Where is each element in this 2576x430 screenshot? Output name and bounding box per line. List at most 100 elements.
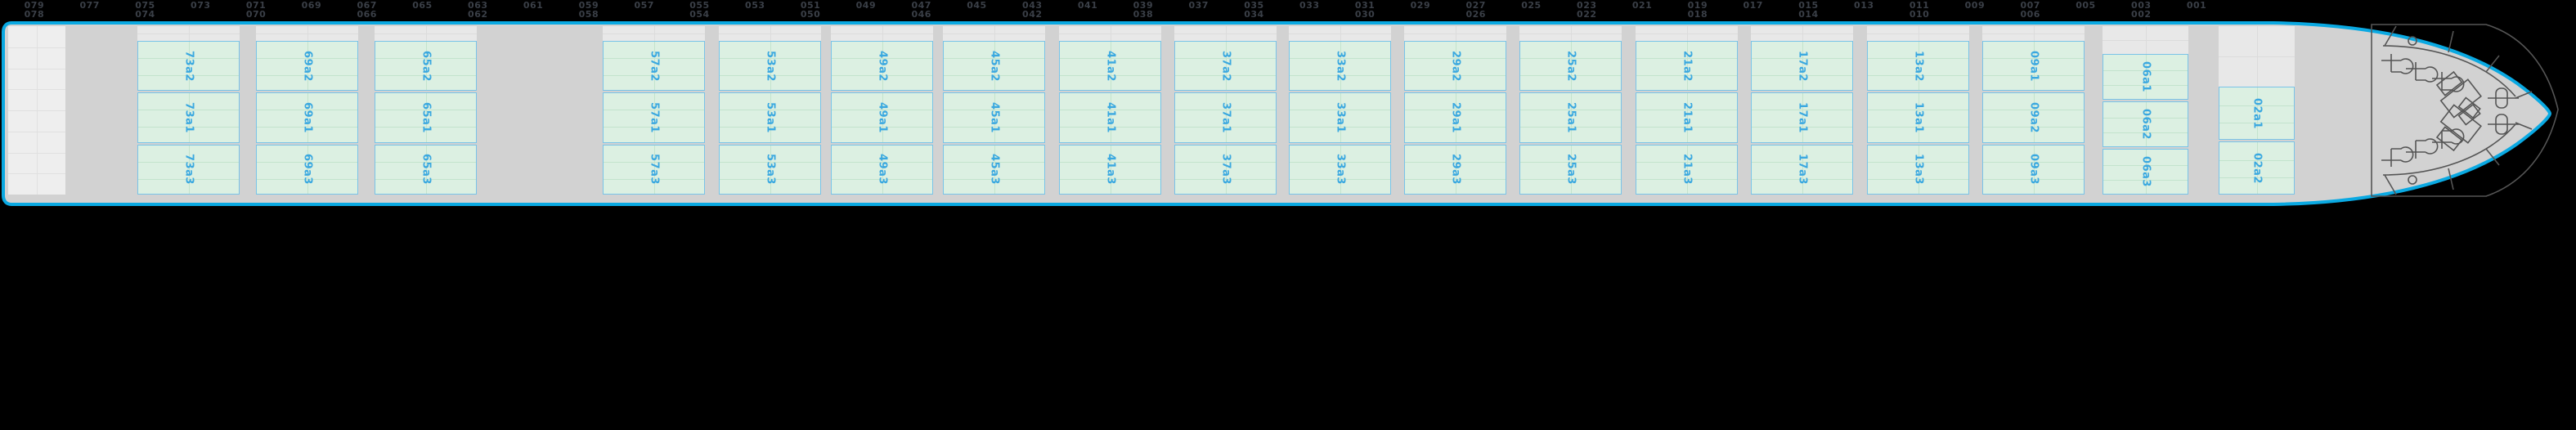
container-slot-37a2[interactable]: 37a2 — [1174, 41, 1277, 92]
container-slot-41a2[interactable]: 41a2 — [1059, 41, 1161, 92]
slot-grid-v — [994, 93, 995, 142]
container-slot-69a3[interactable]: 69a3 — [256, 144, 358, 195]
container-slot-65a1[interactable]: 65a1 — [375, 92, 477, 143]
slot-grid-v — [1225, 42, 1227, 91]
container-slot-49a3[interactable]: 49a3 — [831, 144, 933, 195]
container-slot-57a2[interactable]: 57a2 — [603, 41, 705, 92]
container-slot-21a2[interactable]: 21a2 — [1636, 41, 1738, 92]
bay-label-pair: 021 — [1590, 0, 1694, 21]
container-slot-29a1[interactable]: 29a1 — [1404, 92, 1506, 143]
container-slot-57a1[interactable]: 57a1 — [603, 92, 705, 143]
bay-number-odd: 029 — [1410, 0, 1431, 11]
container-slot-37a1[interactable]: 37a1 — [1174, 92, 1277, 143]
container-slot-13a3[interactable]: 13a3 — [1867, 144, 1969, 195]
bollard-bottom — [2408, 175, 2417, 185]
bay-number-odd: 053 — [745, 0, 765, 11]
container-slot-45a3[interactable]: 45a3 — [943, 144, 1045, 195]
container-slot-02a2[interactable]: 02a2 — [2219, 141, 2295, 195]
container-slot-49a2[interactable]: 49a2 — [831, 41, 933, 92]
container-slot-21a3[interactable]: 21a3 — [1636, 144, 1738, 195]
container-slot-13a2[interactable]: 13a2 — [1867, 41, 1969, 92]
container-slot-25a3[interactable]: 25a3 — [1519, 144, 1622, 195]
hatch-group-top — [2435, 70, 2482, 126]
container-slot-41a1[interactable]: 41a1 — [1059, 92, 1161, 143]
container-slot-13a1[interactable]: 13a1 — [1867, 92, 1969, 143]
container-slot-73a2[interactable]: 73a2 — [137, 41, 240, 92]
container-slot-45a1[interactable]: 45a1 — [943, 92, 1045, 143]
slot-label: 17a2 — [1796, 50, 1808, 82]
container-slot-09a1[interactable]: 09a1 — [1982, 41, 2085, 92]
slot-grid-v — [425, 42, 427, 91]
container-slot-09a2[interactable]: 09a2 — [1982, 92, 2085, 143]
container-slot-65a2[interactable]: 65a2 — [375, 41, 477, 92]
container-slot-29a3[interactable]: 29a3 — [1404, 144, 1506, 195]
container-slot-02a1[interactable]: 02a1 — [2219, 87, 2295, 140]
slot-grid-v — [653, 42, 655, 91]
container-slot-17a2[interactable]: 17a2 — [1751, 41, 1853, 92]
container-slot-57a3[interactable]: 57a3 — [603, 144, 705, 195]
container-slot-45a2[interactable]: 45a2 — [943, 41, 1045, 92]
container-slot-25a1[interactable]: 25a1 — [1519, 92, 1622, 143]
container-slot-69a1[interactable]: 69a1 — [256, 92, 358, 143]
container-slot-17a3[interactable]: 17a3 — [1751, 144, 1853, 195]
bay-number-even: 042 — [1022, 9, 1043, 20]
hatch-cover-rule — [2219, 56, 2295, 57]
slot-label: 73a3 — [182, 154, 195, 186]
container-slot-21a1[interactable]: 21a1 — [1636, 92, 1738, 143]
slot-grid-v — [2033, 93, 2035, 142]
container-slot-09a3[interactable]: 09a3 — [1982, 144, 2085, 195]
bay-number-odd: 041 — [1077, 0, 1098, 11]
slot-grid-v — [1686, 42, 1688, 91]
container-slot-33a2[interactable]: 33a2 — [1289, 41, 1391, 92]
bay-number-even: 010 — [1909, 9, 1930, 20]
container-slot-06a1[interactable]: 06a1 — [2103, 54, 2188, 100]
container-slot-25a2[interactable]: 25a2 — [1519, 41, 1622, 92]
hatch-cover — [1751, 26, 1853, 41]
container-slot-17a1[interactable]: 17a1 — [1751, 92, 1853, 143]
container-slot-53a1[interactable]: 53a1 — [719, 92, 821, 143]
container-slot-33a1[interactable]: 33a1 — [1289, 92, 1391, 143]
container-slot-49a1[interactable]: 49a1 — [831, 92, 933, 143]
container-slot-53a3[interactable]: 53a3 — [719, 144, 821, 195]
slot-label: 53a2 — [764, 50, 776, 82]
container-slot-73a1[interactable]: 73a1 — [137, 92, 240, 143]
container-slot-37a3[interactable]: 37a3 — [1174, 144, 1277, 195]
bay-number-odd: 049 — [855, 0, 877, 11]
bay-number-odd: 059 — [578, 0, 599, 11]
container-slot-65a3[interactable]: 65a3 — [375, 144, 477, 195]
container-slot-33a3[interactable]: 33a3 — [1289, 144, 1391, 195]
container-slot-53a2[interactable]: 53a2 — [719, 41, 821, 92]
container-slot-06a2[interactable]: 06a2 — [2103, 101, 2188, 147]
container-slot-06a3[interactable]: 06a3 — [2103, 149, 2188, 195]
bay-label-pair: 025 — [1479, 0, 1584, 21]
slot-grid-v — [188, 145, 190, 194]
container-slot-41a3[interactable]: 41a3 — [1059, 144, 1161, 195]
bay-number-even: 018 — [1687, 9, 1708, 20]
container-slot-29a2[interactable]: 29a2 — [1404, 41, 1506, 92]
container-slot-69a2[interactable]: 69a2 — [256, 41, 358, 92]
bay-number-even: 050 — [800, 9, 821, 20]
container-slot-73a3[interactable]: 73a3 — [137, 144, 240, 195]
